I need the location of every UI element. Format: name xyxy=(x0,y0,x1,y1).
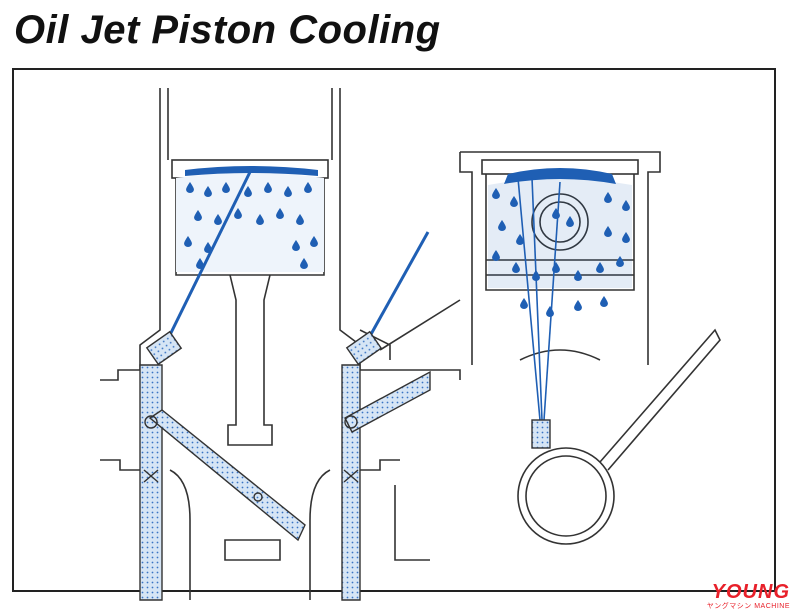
right-oil-nozzle xyxy=(345,330,383,366)
logo-main-text: YOUNG xyxy=(711,581,790,603)
diagram-title: Oil Jet Piston Cooling xyxy=(14,8,441,52)
right-piston-section xyxy=(459,151,661,365)
logo-sub-text: ヤングマシン MACHINE xyxy=(706,603,790,610)
crankshaft-bearing xyxy=(517,328,721,545)
left-oil-jet-streams xyxy=(163,171,430,346)
left-piston-oil-spray xyxy=(176,166,324,272)
publisher-logo: YOUNG ヤングマシン MACHINE xyxy=(706,581,790,611)
left-oil-nozzle xyxy=(145,330,183,366)
right-view-nozzle xyxy=(531,419,551,449)
right-oil-jet-streams xyxy=(517,177,561,421)
gallery-check-balls xyxy=(143,415,359,502)
